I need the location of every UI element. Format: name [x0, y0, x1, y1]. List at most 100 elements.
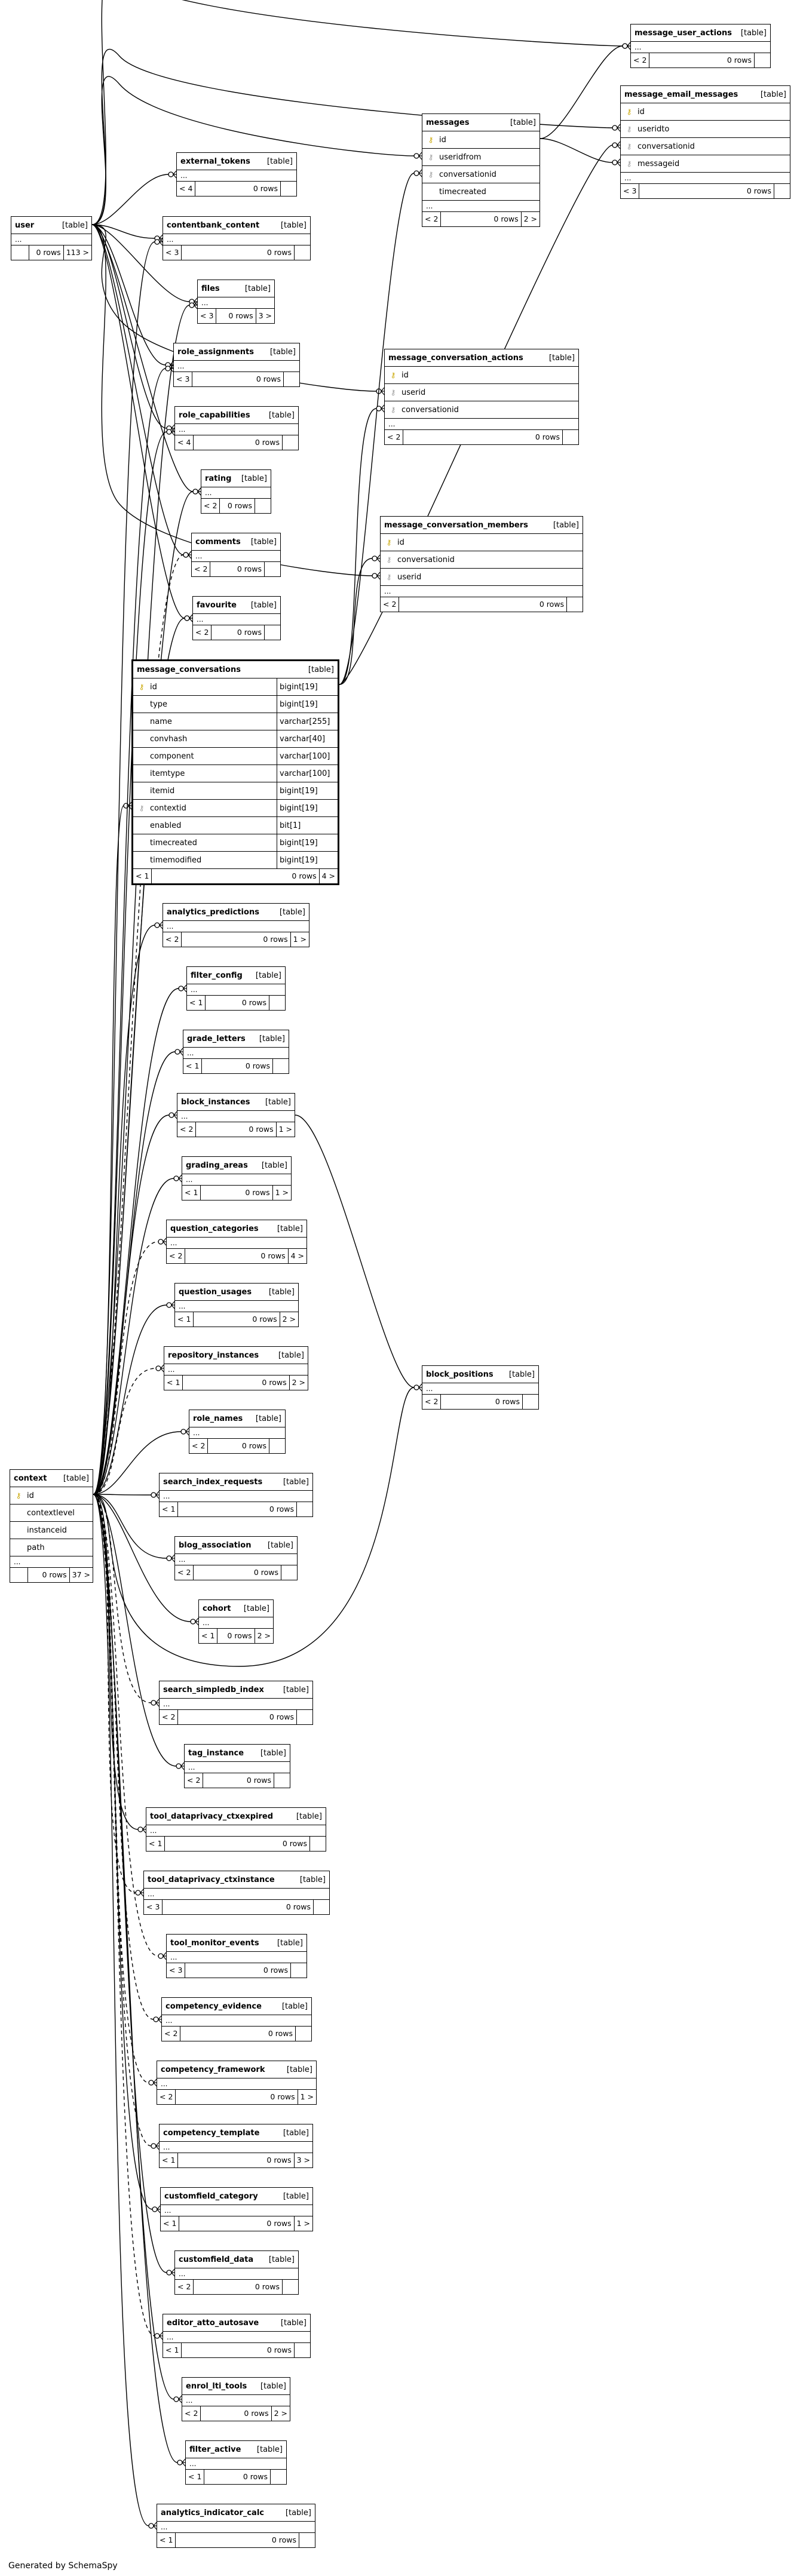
parent-count[interactable]: < 3 [144, 1900, 163, 1914]
parent-count[interactable]: < 2 [175, 1565, 194, 1580]
child-count[interactable] [567, 597, 583, 612]
parent-count[interactable]: < 4 [177, 182, 196, 196]
child-count[interactable] [255, 499, 271, 513]
parent-count[interactable]: < 1 [133, 869, 152, 883]
table-message-conversation-actions[interactable]: message_conversation_actions[table]⚷id⚷u… [384, 349, 579, 445]
table-tool-dataprivacy-ctxinstance[interactable]: tool_dataprivacy_ctxinstance[table]...< … [143, 1871, 330, 1915]
table-header[interactable]: competency_template[table] [160, 2124, 312, 2142]
parent-count[interactable]: < 2 [201, 499, 220, 513]
table-header[interactable]: block_positions[table] [422, 1366, 538, 1383]
child-count[interactable] [295, 2343, 310, 2357]
parent-count[interactable]: < 2 [381, 597, 400, 612]
child-count[interactable]: 4 > [290, 1251, 304, 1260]
parent-count[interactable]: < 1 [175, 1312, 194, 1327]
table-name[interactable]: block_instances [181, 1097, 250, 1107]
table-message-email-messages[interactable]: message_email_messages[table]⚷id⚷useridt… [620, 85, 790, 199]
table-messages[interactable]: messages[table]⚷id⚷useridfrom⚷conversati… [422, 113, 540, 227]
table-column[interactable]: ⚷userid [381, 569, 583, 586]
table-header[interactable]: search_simpledb_index[table] [160, 1681, 312, 1699]
table-column[interactable]: ⚷messageid [621, 155, 790, 173]
parent-count[interactable] [10, 1568, 28, 1582]
table-header[interactable]: user[table] [11, 217, 91, 234]
table-name[interactable]: question_categories [170, 1224, 259, 1233]
parent-count[interactable]: < 2 [385, 430, 404, 444]
table-header[interactable]: block_instances[table] [177, 1094, 295, 1111]
child-count[interactable]: 1 > [278, 1124, 292, 1134]
parent-count[interactable]: < 3 [167, 1963, 186, 1978]
table-header[interactable]: enrol_lti_tools[table] [182, 2378, 290, 2395]
table-name[interactable]: enrol_lti_tools [186, 2381, 247, 2391]
table-name[interactable]: message_user_actions [635, 28, 732, 38]
table-header[interactable]: message_email_messages[table] [621, 86, 790, 103]
table-name[interactable]: role_names [193, 1414, 243, 1423]
table-name[interactable]: search_simpledb_index [163, 1685, 264, 1694]
table-name[interactable]: analytics_predictions [167, 907, 259, 917]
table-header[interactable]: role_names[table] [189, 1410, 285, 1427]
table-column[interactable]: ⚷id [385, 367, 578, 384]
table-header[interactable]: question_categories[table] [167, 1220, 306, 1238]
child-count[interactable] [774, 184, 790, 198]
parent-count[interactable]: < 1 [187, 996, 206, 1010]
parent-count[interactable]: < 2 [631, 53, 650, 67]
table-column[interactable]: instanceid [10, 1522, 93, 1539]
table-header[interactable]: tool_monitor_events[table] [167, 1935, 306, 1952]
child-count[interactable] [269, 1439, 285, 1453]
table-name[interactable]: files [201, 284, 220, 293]
table-column[interactable]: timecreated [422, 183, 540, 201]
child-count[interactable] [297, 1710, 312, 1724]
parent-count[interactable]: < 1 [163, 2343, 182, 2357]
table-header[interactable]: comments[table] [192, 533, 280, 551]
table-header[interactable]: message_conversation_members[table] [381, 517, 583, 534]
table-header[interactable]: role_assignments[table] [174, 343, 299, 361]
child-count[interactable]: 2 > [292, 1377, 305, 1387]
table-name[interactable]: competency_evidence [165, 2001, 262, 2011]
parent-count[interactable]: < 2 [192, 562, 211, 576]
table-column[interactable]: ⚷id [10, 1487, 93, 1505]
table-header[interactable]: grade_letters[table] [183, 1030, 289, 1048]
table-tool-dataprivacy-ctxexpired[interactable]: tool_dataprivacy_ctxexpired[table]...< 1… [146, 1807, 326, 1852]
table-name[interactable]: repository_instances [168, 1350, 259, 1360]
parent-count[interactable]: < 3 [163, 245, 182, 260]
table-header[interactable]: files[table] [198, 280, 274, 297]
table-header[interactable]: filter_config[table] [187, 967, 285, 984]
table-column[interactable]: ⚷userid [385, 384, 578, 401]
table-name[interactable]: contentbank_content [167, 220, 260, 230]
table-message-conversation-members[interactable]: message_conversation_members[table]⚷id⚷c… [380, 516, 583, 612]
table-name[interactable]: context [14, 1473, 47, 1483]
parent-count[interactable]: < 1 [160, 2153, 179, 2167]
parent-count[interactable]: < 1 [146, 1837, 165, 1851]
child-count[interactable] [563, 430, 578, 444]
table-header[interactable]: message_conversations[table] [133, 661, 338, 678]
table-header[interactable]: message_conversation_actions[table] [385, 349, 578, 367]
child-count[interactable] [283, 2280, 298, 2294]
parent-count[interactable]: < 1 [183, 1059, 203, 1073]
table-header[interactable]: repository_instances[table] [164, 1347, 308, 1364]
table-name[interactable]: rating [205, 474, 232, 483]
table-column[interactable]: ⚷useridto [621, 121, 790, 138]
child-count[interactable] [284, 372, 299, 386]
